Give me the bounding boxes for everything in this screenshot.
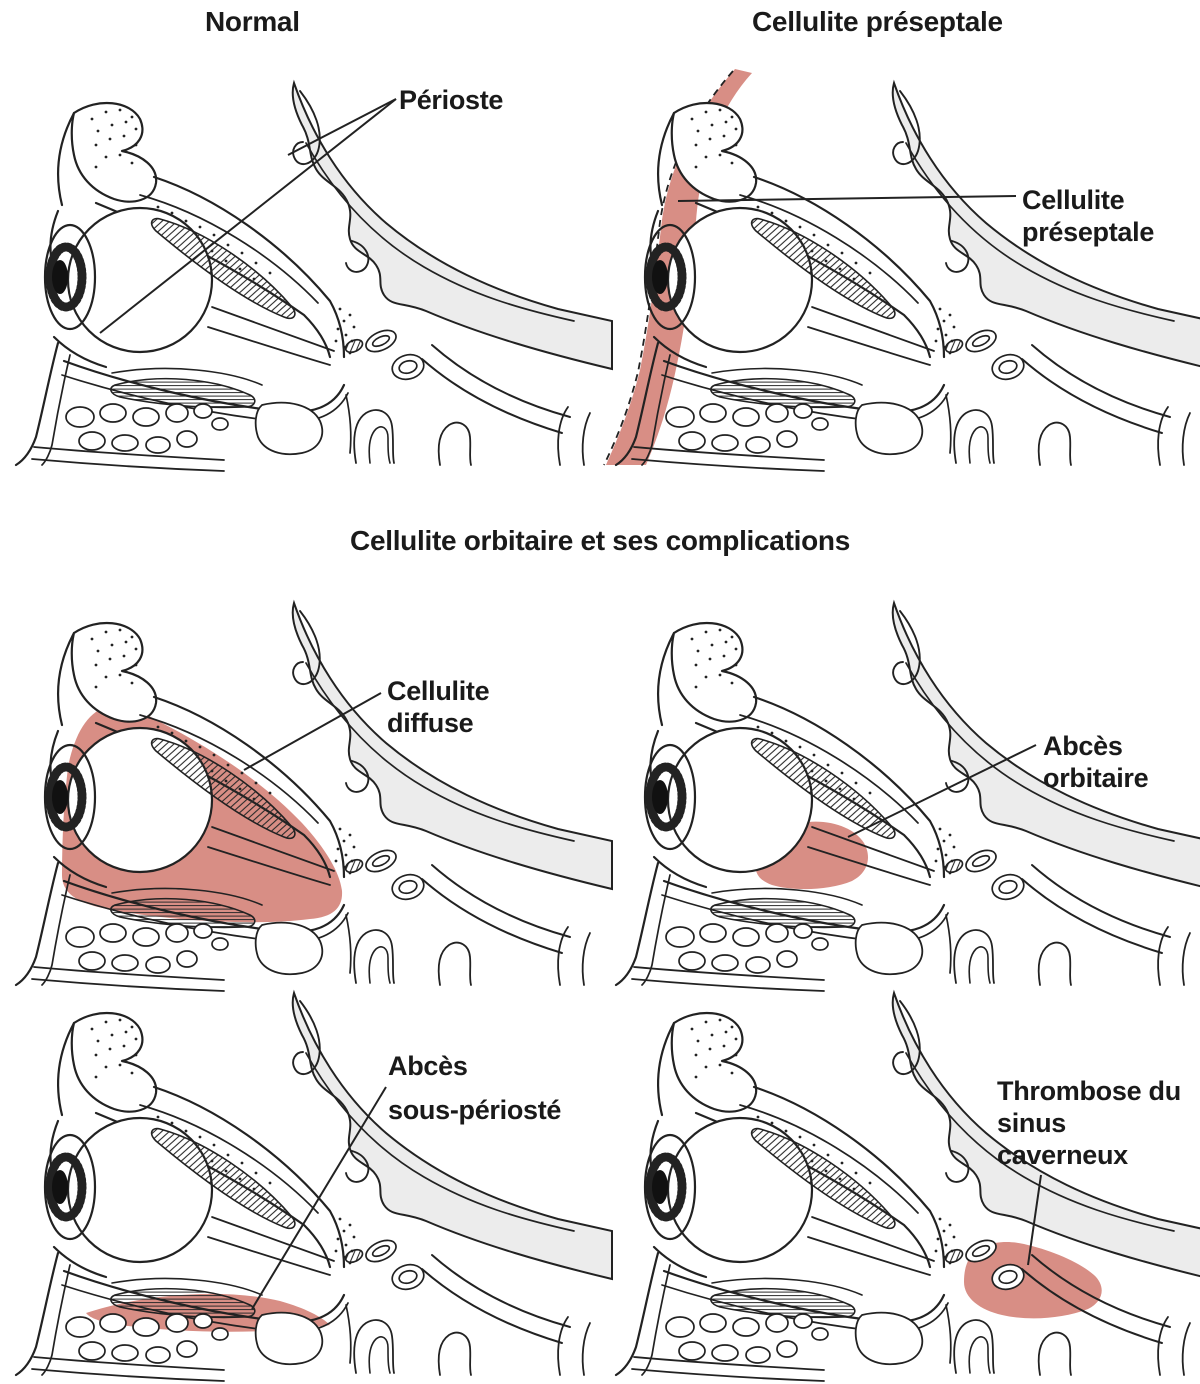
label-diffuse-cellulitis: Cellulite diffuse bbox=[387, 676, 490, 738]
panel-title-normal: Normal bbox=[205, 6, 300, 37]
diagram-diffuse-cellulitis bbox=[0, 602, 613, 985]
pointer-line-orbital-abscess bbox=[847, 744, 1037, 838]
highlight-cavernous-thrombosis bbox=[964, 1241, 1102, 1319]
label-orbital-abscess: Abcès orbitaire bbox=[1043, 731, 1149, 793]
diagram-normal bbox=[0, 82, 613, 465]
section-header: Cellulite orbitaire et ses complications bbox=[350, 525, 850, 556]
pointer-line-perioste bbox=[99, 98, 397, 334]
label-perioste: Périoste bbox=[399, 85, 504, 115]
label-preseptal-cellulitis: Cellulite préseptale bbox=[1022, 185, 1155, 247]
pointer-line-diffuse bbox=[243, 692, 382, 771]
diagram-orbital-abscess bbox=[600, 602, 1200, 985]
label-cavernous-thrombosis: Thrombose du sinus caverneux bbox=[997, 1076, 1181, 1170]
diagram-subperiosteal-abscess bbox=[0, 992, 613, 1375]
label-subperiosteal-abscess: Abcès sous-périosté bbox=[388, 1051, 562, 1125]
diagram-cavernous-sinus-thrombosis bbox=[600, 992, 1200, 1375]
diagram-preseptal-cellulitis bbox=[603, 69, 1200, 465]
pointer-line-cavernous bbox=[1027, 1174, 1042, 1266]
pointer-line-preseptal bbox=[677, 195, 1017, 202]
pointer-line-subperiosteal bbox=[251, 1086, 387, 1310]
panel-title-preseptal: Cellulite préseptale bbox=[752, 6, 1003, 37]
